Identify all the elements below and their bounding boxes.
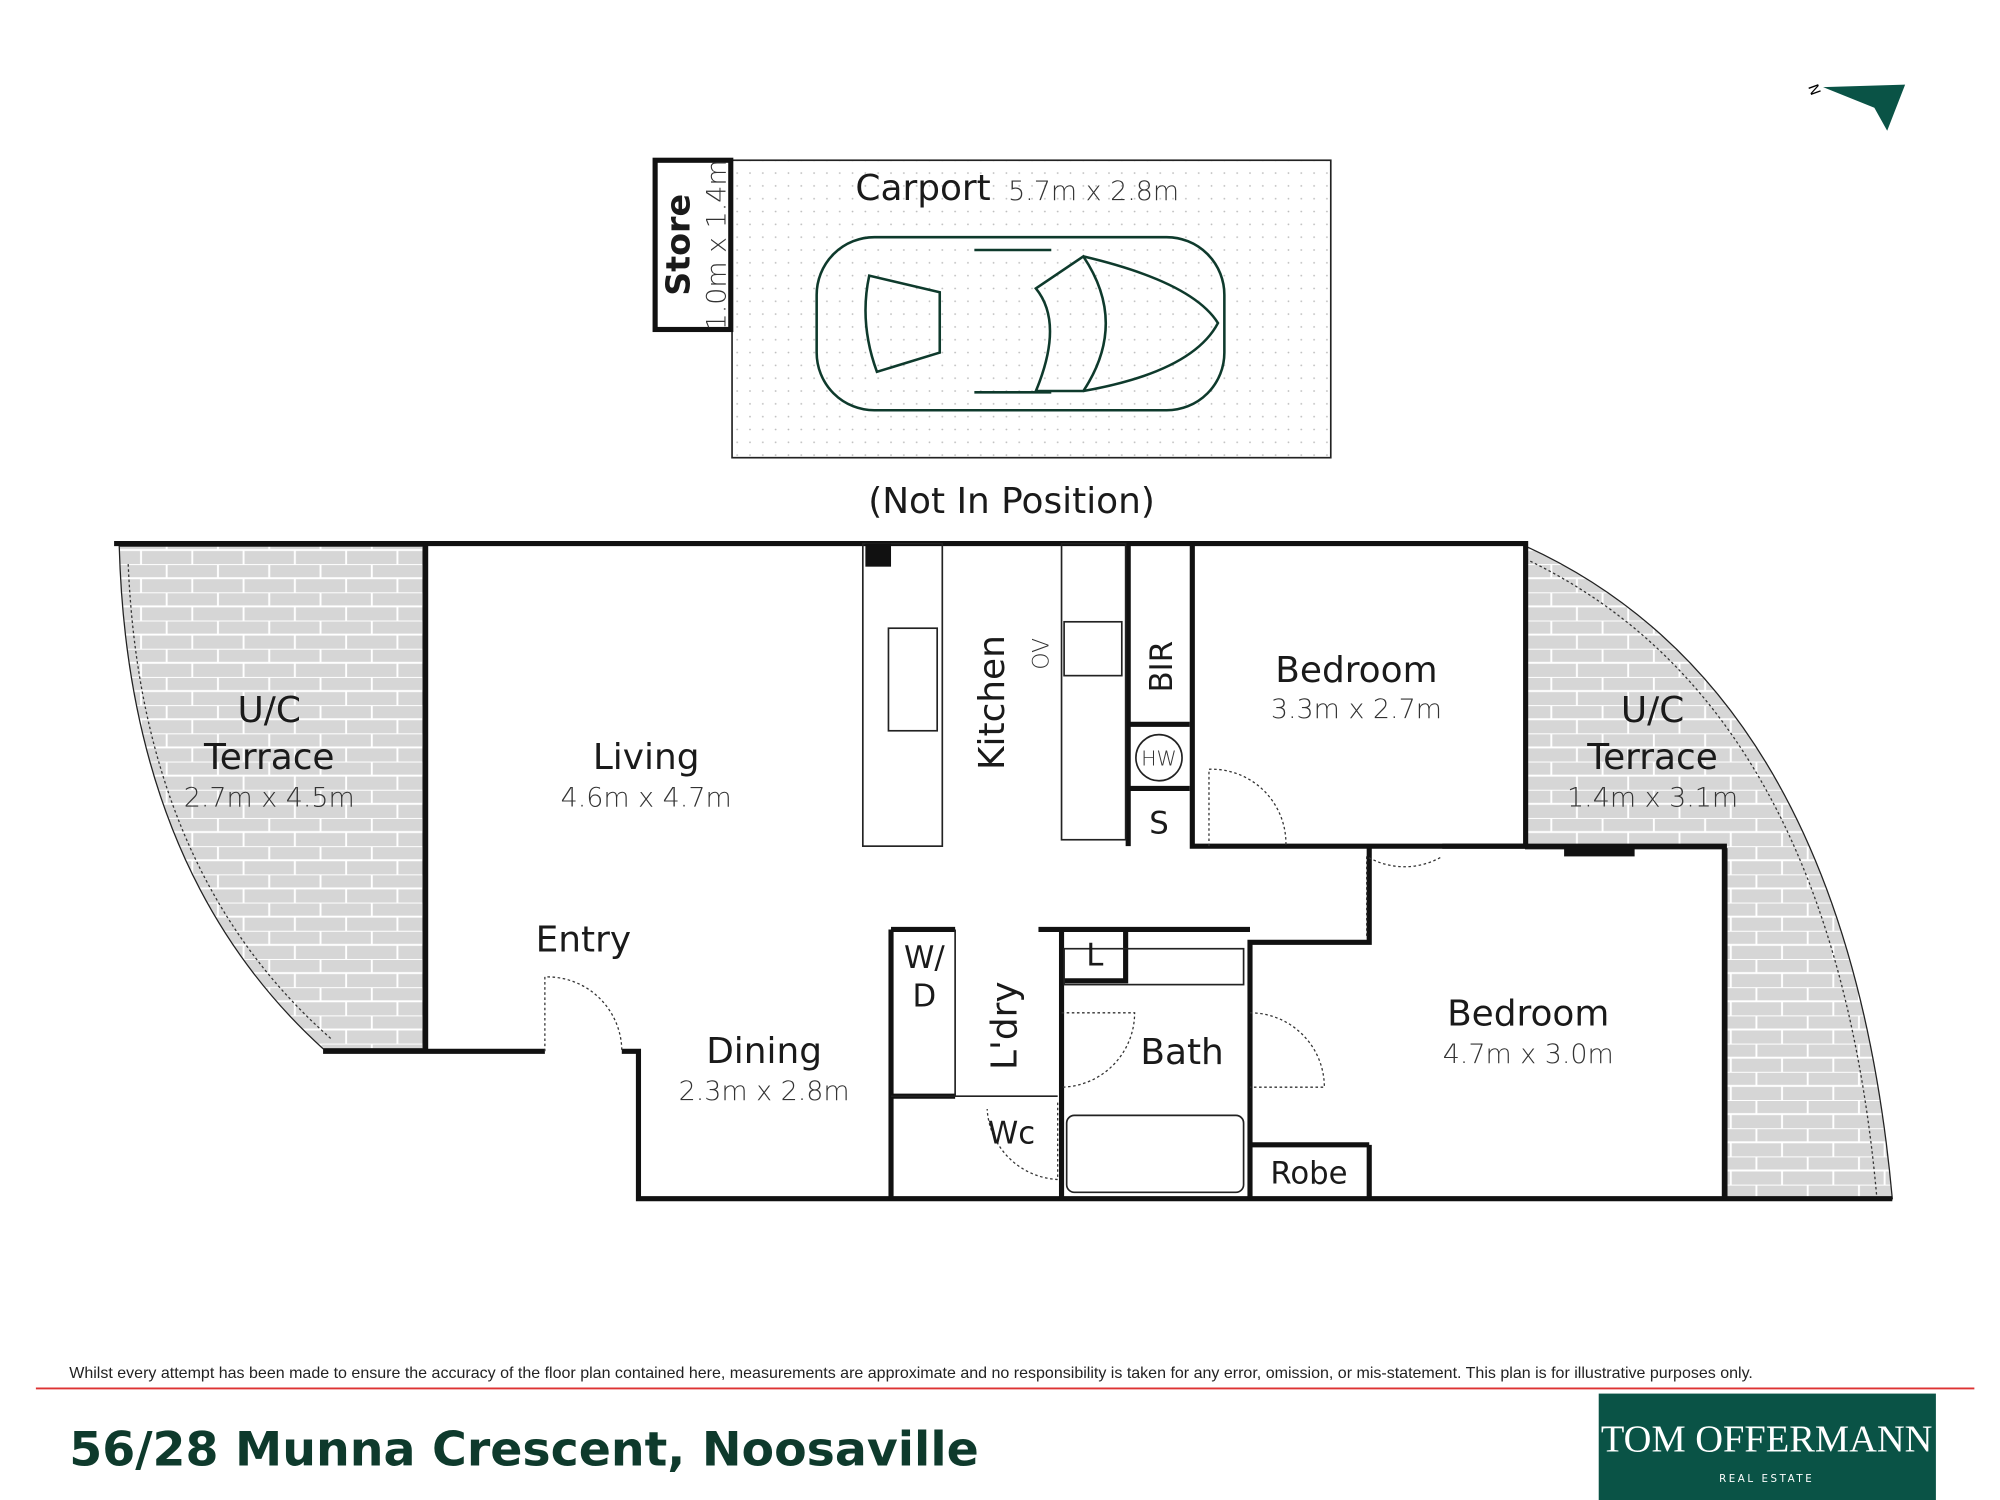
svg-text:L'dry: L'dry bbox=[985, 981, 1026, 1070]
disclaimer: Whilst every attempt has been made to en… bbox=[69, 1364, 1753, 1382]
car-icon bbox=[815, 235, 1226, 412]
brand-logo-sub: REAL ESTATE bbox=[1719, 1473, 1814, 1485]
svg-text:Terrace: Terrace bbox=[203, 737, 335, 778]
not-in-position-note: (Not In Position) bbox=[868, 481, 1155, 522]
svg-text:1.4m x 3.1m: 1.4m x 3.1m bbox=[1567, 782, 1738, 813]
svg-text:HW: HW bbox=[1141, 746, 1177, 770]
svg-text:3.3m x 2.7m: 3.3m x 2.7m bbox=[1271, 694, 1442, 725]
room-labels: U/C Terrace 2.7m x 4.5m Living 4.6m x 4.… bbox=[184, 635, 1738, 1191]
svg-text:Terrace: Terrace bbox=[1586, 737, 1718, 778]
north-arrow-icon: N bbox=[1804, 82, 1906, 131]
svg-text:S: S bbox=[1149, 805, 1169, 841]
svg-text:2.7m x 4.5m: 2.7m x 4.5m bbox=[184, 782, 355, 813]
svg-text:BIR: BIR bbox=[1144, 641, 1180, 693]
svg-text:4.7m x 3.0m: 4.7m x 3.0m bbox=[1443, 1039, 1614, 1070]
svg-text:W/: W/ bbox=[904, 940, 945, 976]
svg-text:U/C: U/C bbox=[238, 690, 301, 731]
svg-text:D: D bbox=[913, 978, 937, 1014]
walls bbox=[114, 541, 1893, 1202]
svg-text:Bedroom: Bedroom bbox=[1275, 650, 1437, 691]
svg-text:OV: OV bbox=[1030, 638, 1055, 670]
svg-text:Living: Living bbox=[593, 737, 700, 778]
svg-text:Bath: Bath bbox=[1140, 1032, 1223, 1073]
terrace-left bbox=[118, 545, 424, 1050]
svg-text:Bedroom: Bedroom bbox=[1447, 994, 1609, 1035]
svg-text:Entry: Entry bbox=[536, 919, 631, 960]
svg-text:Dining: Dining bbox=[706, 1031, 822, 1072]
brand-logo: TOM OFFERMANN REAL ESTATE bbox=[1598, 1393, 1936, 1500]
svg-text:4.6m x 4.7m: 4.6m x 4.7m bbox=[561, 782, 732, 813]
svg-text:Kitchen: Kitchen bbox=[972, 635, 1013, 770]
terrace-right bbox=[1525, 545, 1894, 1200]
address-title: 56/28 Munna Crescent, Noosaville bbox=[69, 1422, 979, 1477]
svg-text:2.3m x 2.8m: 2.3m x 2.8m bbox=[679, 1076, 850, 1107]
brand-logo-name: TOM OFFERMANN bbox=[1601, 1418, 1933, 1460]
carport-dims: 5.7m x 2.8m bbox=[1008, 176, 1179, 207]
store-label: Store bbox=[659, 194, 698, 296]
svg-text:Robe: Robe bbox=[1270, 1155, 1347, 1191]
svg-text:Wc: Wc bbox=[988, 1116, 1035, 1152]
carport: Store 1.0m x 1.4m Carport 5.7m x 2.8m (N… bbox=[652, 157, 1332, 522]
svg-text:U/C: U/C bbox=[1621, 690, 1684, 731]
carport-label: Carport bbox=[855, 168, 990, 209]
svg-text:L: L bbox=[1086, 937, 1103, 973]
svg-text:N: N bbox=[1804, 82, 1823, 97]
store-dims: 1.0m x 1.4m bbox=[702, 159, 733, 330]
